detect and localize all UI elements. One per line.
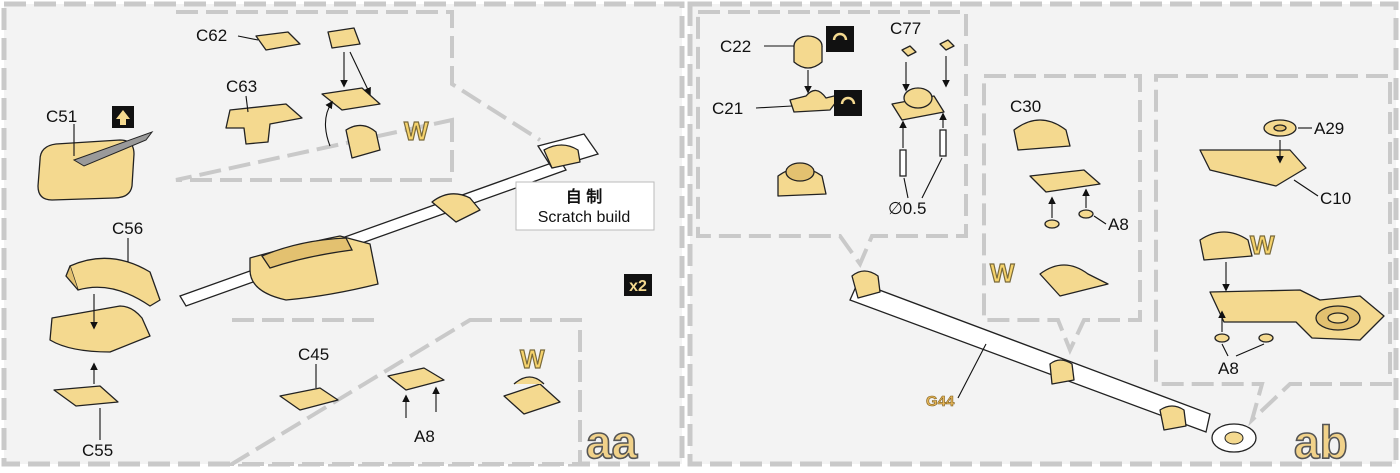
label-c55: C55	[82, 441, 113, 460]
scratch-build-cn: 自 制	[566, 187, 602, 206]
panel-aa: C51 C56 C55 自 制	[1, 1, 685, 469]
label-c51: C51	[46, 107, 77, 126]
label-a8-aa: A8	[414, 427, 435, 446]
inset-c30: C30 A8 W	[982, 74, 1142, 356]
part-c51: C51	[37, 106, 154, 201]
panel-ab: G44 C22	[687, 1, 1399, 469]
panel-tag-ab: ab	[1294, 416, 1348, 468]
w-mark-2: W	[520, 344, 545, 374]
part-c56-assembly: C56 C55	[49, 219, 161, 460]
panel-tag-aa: aa	[586, 416, 638, 468]
part-g44-rod: G44	[849, 270, 1257, 453]
label-c30: C30	[1010, 97, 1041, 116]
label-g44: G44	[926, 393, 955, 410]
w-mark-1: W	[404, 116, 429, 146]
label-c21: C21	[712, 99, 743, 118]
part-central-bar	[179, 133, 600, 307]
inset-c62-c63: C62 C63 W	[175, 10, 542, 182]
label-a8-mid: A8	[1108, 215, 1129, 234]
scratch-build-en: Scratch build	[538, 209, 631, 226]
label-c22: C22	[720, 37, 751, 56]
w-mark-3: W	[990, 258, 1015, 288]
inset-c45: C45 A8 W	[224, 232, 582, 466]
label-a29: A29	[1314, 119, 1344, 138]
w-mark-4: W	[1250, 230, 1275, 260]
inset-c21-c22-c77: C22 C21 C77 ∅0.5	[696, 10, 968, 269]
label-diameter: ∅0.5	[888, 199, 926, 218]
multiplier-badge: x2	[624, 274, 652, 296]
multiplier-text: x2	[629, 278, 647, 295]
scratch-build-note: 自 制 Scratch build	[515, 181, 655, 231]
inset-c10: A29 C10 A8 W	[1154, 74, 1392, 427]
label-c56: C56	[112, 219, 143, 238]
label-c45: C45	[298, 345, 329, 364]
label-c63: C63	[226, 77, 257, 96]
label-c62: C62	[196, 26, 227, 45]
label-c10: C10	[1320, 189, 1351, 208]
label-c77: C77	[890, 19, 921, 38]
label-a8-right: A8	[1218, 359, 1239, 378]
